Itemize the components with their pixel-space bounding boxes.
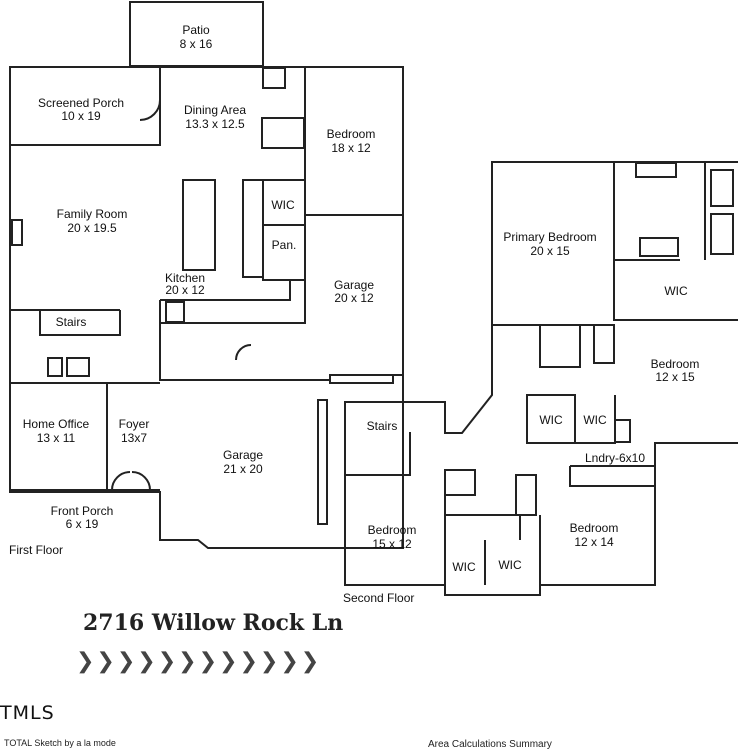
room-name-wic-c: WIC: [452, 560, 476, 574]
room-size-screened-porch: 10 x 19: [61, 109, 101, 123]
kitchen-bottom-wall: [160, 280, 291, 301]
room-size-bedroom-mid: 12 x 14: [574, 535, 614, 549]
garage-door-side: [317, 399, 328, 525]
laundry-counter: [569, 465, 655, 487]
room-size-kitchen: 20 x 12: [165, 283, 205, 297]
lower-sink: [444, 469, 476, 496]
room-size-primary: 20 x 15: [530, 244, 570, 258]
room-name-bedroom-mid: Bedroom: [570, 521, 619, 535]
fireplace: [11, 219, 23, 246]
room-name-garage-small: Garage: [334, 278, 374, 292]
garage-small-wall: [160, 215, 306, 324]
room-name-primary: Primary Bedroom: [503, 230, 596, 244]
primary-tub: [710, 169, 734, 207]
room-size-office: 13 x 11: [37, 431, 76, 445]
first-floor-outline: [9, 66, 404, 549]
vanity-top: [635, 162, 677, 178]
room-name-bedroom-right: Bedroom: [651, 357, 700, 371]
second-floor-label: Second Floor: [343, 591, 414, 605]
garage-wall: [159, 300, 403, 381]
footer-area-summary: Area Calculations Summary: [428, 739, 552, 750]
wic-pantry-outline: [262, 179, 306, 281]
room-size-bedroom-right: 12 x 15: [655, 370, 695, 384]
room-name-office: Home Office: [23, 417, 90, 431]
sink-fixture: [262, 67, 286, 89]
porch-door-swing: [139, 99, 161, 121]
stairs-outline: [39, 310, 121, 336]
primary-shower: [710, 213, 734, 255]
room-size-patio: 8 x 16: [180, 37, 213, 51]
mls-logo: TMLS: [0, 702, 55, 724]
kitchen-counter: [242, 179, 264, 278]
fridge: [165, 301, 185, 323]
room-name-wic-a: WIC: [539, 413, 563, 427]
room-name-wic-b: WIC: [583, 413, 607, 427]
room-name-family: Family Room: [57, 207, 128, 221]
address-title: 2716 Willow Rock Ln: [83, 610, 344, 636]
room-name-screened-porch: Screened Porch: [38, 96, 124, 110]
room-name-stairs: Stairs: [56, 315, 87, 329]
room-size-bedroom-left: 15 x 12: [372, 537, 412, 551]
lower-tub: [515, 474, 537, 516]
room-name-garage-big: Garage: [223, 448, 263, 462]
room-name-kitchen: Kitchen: [165, 271, 205, 285]
wic-lower-walls: [444, 470, 541, 595]
room-size-dining: 13.3 x 12.5: [185, 117, 245, 131]
laundry-fixture: [614, 419, 631, 443]
room-size-family: 20 x 19.5: [67, 221, 117, 235]
room-name-front-porch: Front Porch: [51, 504, 114, 518]
kitchen-island: [182, 179, 216, 271]
footer-total-sketch: TOTAL Sketch by a la mode: [4, 738, 116, 748]
room-name-foyer: Foyer: [119, 417, 150, 431]
garage-door-top: [329, 374, 394, 384]
room-name-bedroom-left: Bedroom: [368, 523, 417, 537]
room-name-wic-d: WIC: [498, 558, 522, 572]
floor-plan-drawing: Patio 8 x 16 Screened Porch 10 x 19 Dini…: [9, 1, 738, 674]
room-name-pantry: Pan.: [272, 238, 297, 252]
room-size-garage-small: 20 x 12: [334, 291, 374, 305]
room-size-bedroom: 18 x 12: [331, 141, 371, 155]
room-name-patio: Patio: [182, 23, 210, 37]
front-door-swing: [111, 471, 151, 491]
room-size-garage-big: 21 x 20: [223, 462, 263, 476]
chevron-row: ❯❯❯❯❯❯❯❯❯❯❯❯: [76, 649, 321, 674]
tub-fixture: [593, 324, 615, 364]
garage-entry-swing: [235, 344, 252, 361]
room-name-laundry: Lndry-6x10: [585, 451, 645, 465]
room-name-bedroom: Bedroom: [327, 127, 376, 141]
stairs-wall: [345, 432, 411, 476]
room-name-wic-right: WIC: [664, 284, 688, 298]
powder-sink: [66, 357, 90, 377]
room-size-foyer: 13x7: [121, 431, 147, 445]
primary-bath-wall: [613, 212, 680, 261]
first-floor-label: First Floor: [9, 543, 63, 557]
room-size-front-porch: 6 x 19: [66, 517, 99, 531]
room-name-wic: WIC: [271, 198, 295, 212]
toilet: [47, 357, 63, 377]
hall-bath-fixture: [539, 324, 581, 368]
shower-fixture: [261, 117, 305, 149]
screened-porch-wall: [10, 67, 161, 146]
room-name-stairs-2: Stairs: [367, 419, 398, 433]
room-name-dining: Dining Area: [184, 103, 246, 117]
vanity-mid: [639, 237, 679, 257]
